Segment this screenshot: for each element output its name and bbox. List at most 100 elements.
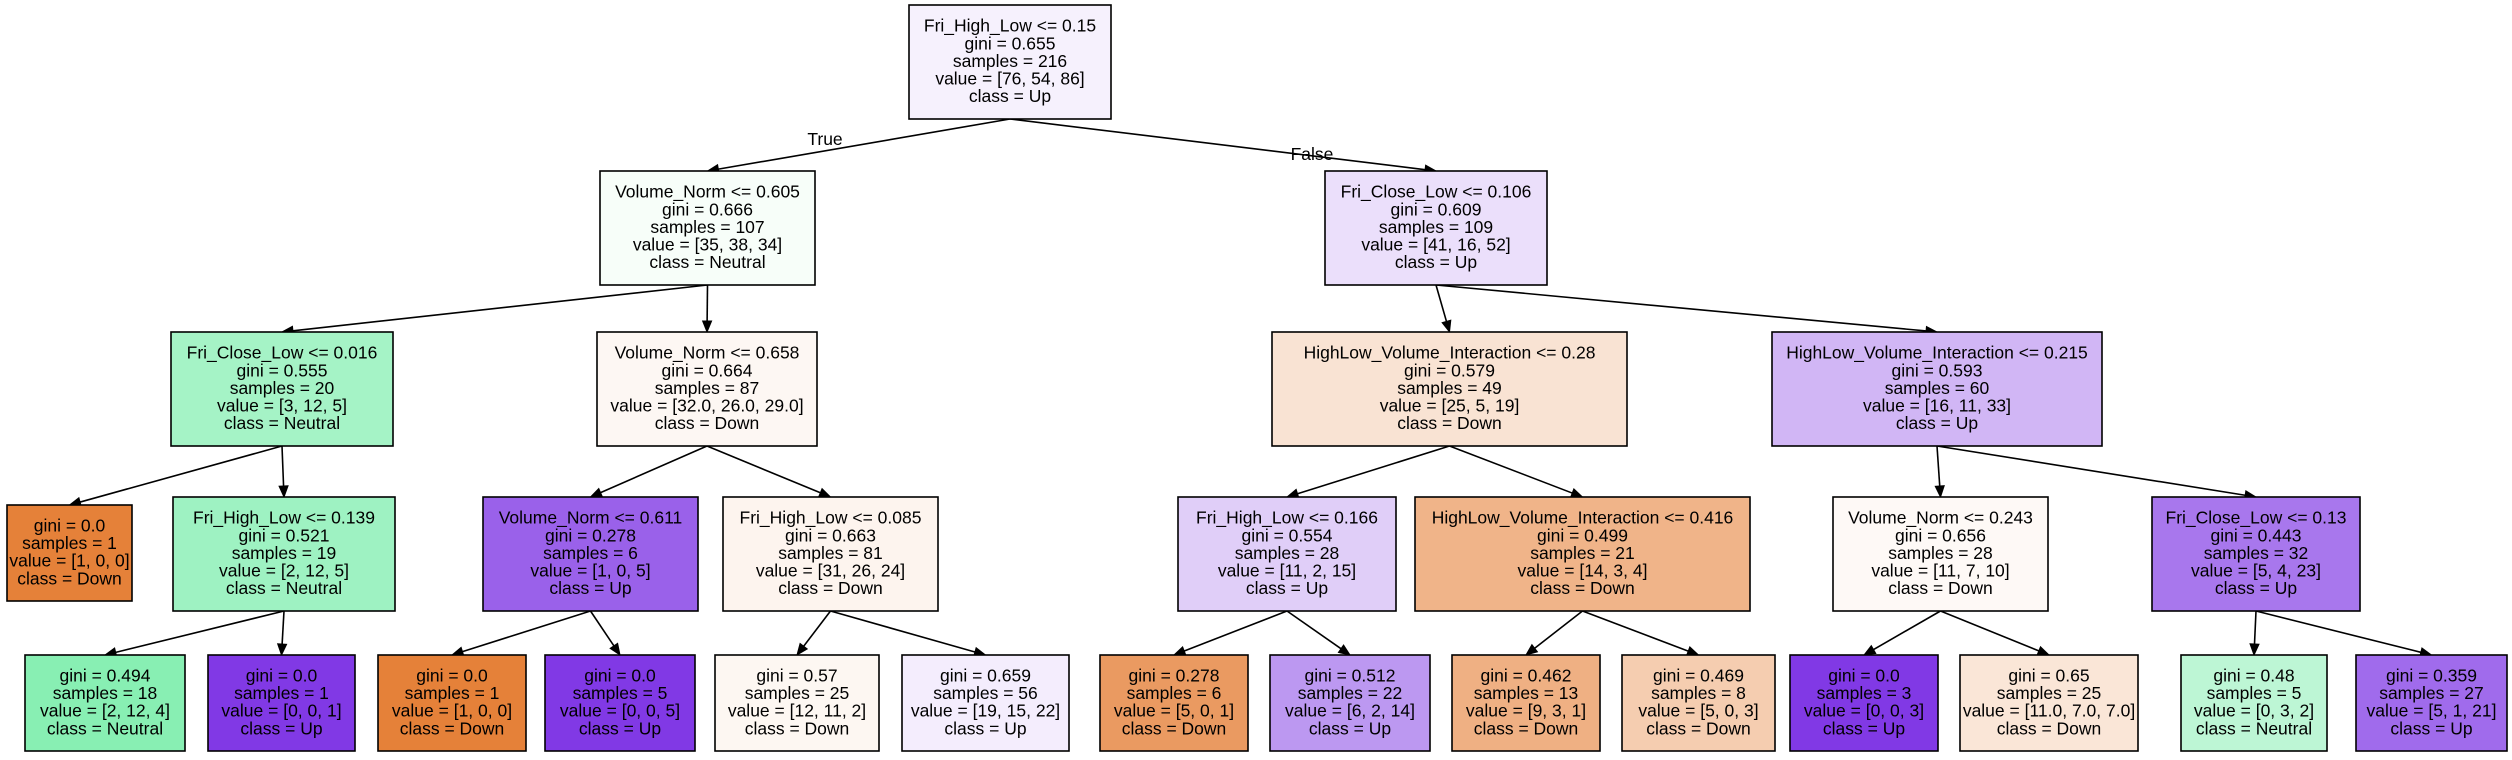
node-line: gini = 0.664 (662, 360, 753, 380)
node-line: gini = 0.48 (2213, 666, 2294, 686)
node-line: gini = 0.659 (940, 666, 1031, 686)
node-line: Volume_Norm <= 0.243 (1848, 508, 2033, 529)
node-box (170, 331, 394, 447)
node-line: class = Up (1896, 413, 1978, 433)
node-line: samples = 20 (230, 378, 335, 398)
node-line: value = [1, 0, 0] (392, 701, 512, 721)
node-line: samples = 5 (573, 683, 668, 703)
node-line: value = [19, 15, 22] (911, 701, 1060, 721)
node-line: gini = 0.0 (34, 516, 106, 536)
node-box (24, 654, 186, 752)
node-line: samples = 28 (1235, 543, 1340, 563)
node-line: Fri_High_Low <= 0.139 (193, 508, 375, 529)
node-line: samples = 32 (2204, 543, 2309, 563)
edge-n26-to-n27 (2253, 610, 2257, 645)
node-line: class = Up (549, 578, 631, 598)
node-line: gini = 0.0 (584, 666, 656, 686)
node-box (714, 654, 880, 752)
node-box (1414, 496, 1751, 612)
node-line: gini = 0.579 (1404, 360, 1495, 380)
node-line: class = Neutral (2196, 718, 2312, 738)
node-line: class = Up (240, 718, 322, 738)
node-line: samples = 8 (1651, 683, 1746, 703)
node-line: value = [5, 0, 3] (1638, 701, 1758, 721)
edge-n0-to-n14 (1009, 118, 1426, 171)
node-line: gini = 0.555 (237, 360, 328, 380)
node-line: class = Neutral (649, 252, 765, 272)
node-line: gini = 0.663 (785, 525, 876, 545)
node-line: class = Up (579, 718, 661, 738)
node-line: class = Down (778, 578, 883, 598)
node-line: Fri_Close_Low <= 0.106 (1341, 182, 1532, 203)
node-line: value = [31, 26, 24] (756, 561, 905, 581)
node-line: value = [1, 0, 0] (9, 551, 129, 571)
arrowhead-n26-to-n27 (2249, 643, 2260, 657)
edge-n7-to-n8 (600, 445, 708, 494)
tree-node-n19: HighLow_Volume_Interaction <= 0.416gini … (1414, 496, 1751, 612)
node-line: class = Neutral (224, 413, 340, 433)
node-line: samples = 28 (1888, 543, 1993, 563)
node-line: samples = 21 (1530, 543, 1635, 563)
node-line: samples = 5 (2207, 683, 2302, 703)
edge-n19-to-n21 (1582, 610, 1689, 652)
node-box (1177, 496, 1397, 612)
node-line: gini = 0.499 (1537, 525, 1628, 545)
node-line: gini = 0.469 (1653, 666, 1744, 686)
node-box (908, 4, 1112, 120)
node-line: samples = 6 (1127, 683, 1222, 703)
node-line: Fri_High_Low <= 0.085 (740, 508, 922, 529)
node-line: class = Down (1646, 718, 1751, 738)
edge-n8-to-n9 (462, 610, 591, 653)
edge-n16-to-n17 (1183, 610, 1288, 652)
node-line: value = [5, 4, 23] (2191, 561, 2321, 581)
edge-n11-to-n13 (830, 610, 976, 653)
arrowhead-n23-to-n24 (1862, 644, 1877, 656)
edge-n7-to-n11 (706, 445, 821, 494)
node-line: HighLow_Volume_Interaction <= 0.28 (1304, 343, 1596, 364)
node-line: value = [76, 54, 86] (935, 69, 1084, 89)
node-line: value = [3, 12, 5] (217, 396, 347, 416)
node-line: class = Neutral (226, 578, 342, 598)
node-line: samples = 13 (1474, 683, 1579, 703)
node-line: class = Up (1823, 718, 1905, 738)
node-box (1621, 654, 1776, 752)
edge-n16-to-n18 (1286, 610, 1342, 650)
node-box (1771, 331, 2103, 447)
node-line: samples = 1 (22, 533, 117, 553)
edge-n26-to-n28 (2255, 610, 2422, 654)
edge-n11-to-n12 (803, 610, 832, 647)
node-box (377, 654, 527, 752)
edge-n15-to-n16 (1297, 445, 1450, 495)
node-line: value = [6, 2, 14] (1285, 701, 1415, 721)
node-line: class = Up (2215, 578, 2297, 598)
node-line: class = Down (1122, 718, 1227, 738)
node-line: samples = 49 (1397, 378, 1502, 398)
node-line: samples = 81 (778, 543, 883, 563)
node-box (599, 170, 816, 286)
node-box (1271, 331, 1628, 447)
arrowhead-n19-to-n20 (1524, 643, 1539, 656)
node-line: value = [0, 0, 3] (1804, 701, 1924, 721)
arrowhead-n16-to-n18 (1337, 644, 1352, 656)
node-line: Fri_High_Low <= 0.166 (1196, 508, 1378, 529)
node-box (207, 654, 356, 752)
node-box (1959, 654, 2139, 752)
node-line: gini = 0.494 (60, 666, 151, 686)
node-line: value = [12, 11, 2] (728, 701, 866, 721)
arrowhead-n4-to-n6 (276, 643, 288, 657)
node-line: class = Up (969, 86, 1051, 106)
node-line: gini = 0.0 (246, 666, 318, 686)
